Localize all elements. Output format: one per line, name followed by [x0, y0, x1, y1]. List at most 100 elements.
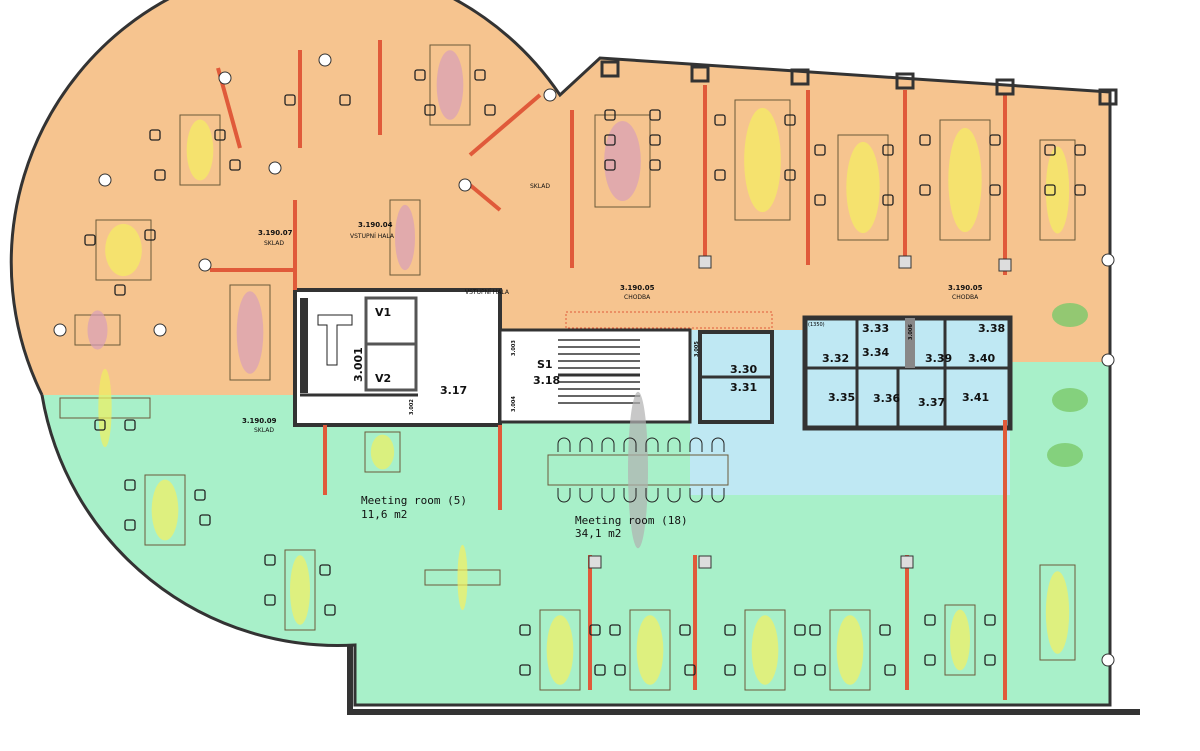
chair	[689, 488, 703, 503]
room-number: 3.40	[968, 352, 995, 365]
chair	[919, 134, 931, 146]
room-code: 3.190.07	[258, 229, 293, 237]
room-number: 3.41	[962, 391, 989, 404]
desk	[539, 609, 581, 691]
highlight	[744, 107, 781, 213]
chair	[414, 69, 426, 81]
room-number: 3.005	[694, 341, 700, 357]
highlight	[98, 368, 112, 448]
chair	[989, 134, 1001, 146]
chair	[919, 184, 931, 196]
partition-walls	[210, 40, 1007, 700]
column	[1101, 253, 1115, 267]
highlight	[436, 50, 464, 120]
meeting-room-5-name: Meeting room (5)	[361, 494, 467, 507]
chair	[645, 488, 659, 503]
chair	[594, 664, 606, 676]
chair	[645, 437, 659, 452]
highlight	[457, 544, 468, 611]
chair	[794, 664, 806, 676]
chair	[284, 94, 296, 106]
chair	[264, 554, 276, 566]
furniture	[53, 44, 1118, 691]
desk	[229, 284, 271, 381]
highlight	[105, 223, 142, 277]
column	[153, 323, 167, 337]
highlight	[87, 310, 108, 350]
room-number: 3.18	[533, 374, 560, 387]
chair	[94, 419, 106, 431]
chair	[809, 624, 821, 636]
chair	[649, 134, 661, 146]
chair	[649, 109, 661, 121]
desk	[389, 199, 421, 276]
chair	[474, 69, 486, 81]
chair	[1074, 144, 1086, 156]
desk	[734, 99, 791, 221]
room-number: S1	[537, 358, 553, 371]
chair	[557, 488, 571, 503]
chair	[84, 234, 96, 246]
chair	[424, 104, 436, 116]
chair	[601, 488, 615, 503]
room-code: 3.190.04	[358, 221, 393, 229]
room-number: 3.30	[730, 363, 757, 376]
desk	[429, 44, 471, 126]
highlight	[546, 615, 574, 685]
chair	[814, 664, 826, 676]
column	[588, 555, 602, 569]
chair	[882, 144, 894, 156]
column	[218, 71, 232, 85]
highlight	[236, 291, 264, 374]
column	[900, 555, 914, 569]
desk	[179, 114, 221, 186]
chair	[557, 437, 571, 452]
chair	[604, 134, 616, 146]
chair	[604, 159, 616, 171]
partition-wall	[468, 183, 502, 212]
desk	[939, 119, 991, 241]
chair	[319, 564, 331, 576]
room-number: 3.33	[862, 322, 889, 335]
desk	[744, 609, 786, 691]
chair	[1074, 184, 1086, 196]
chair	[623, 437, 637, 452]
chair	[724, 624, 736, 636]
lounge-table	[1052, 303, 1088, 327]
highlight	[1045, 146, 1070, 234]
dimension-note: (1350)	[808, 322, 825, 328]
office-zone-orange	[11, 0, 1110, 395]
room-code: 3.190.05	[620, 284, 655, 292]
meeting-room-18-area: 34,1 m2	[575, 527, 621, 540]
toilet-block	[690, 315, 1013, 495]
highlight	[948, 127, 982, 233]
desk	[284, 549, 316, 631]
room-name: SKLAD	[530, 183, 550, 190]
chair	[879, 624, 891, 636]
chair	[484, 104, 496, 116]
facade-pillar	[600, 60, 620, 78]
chair	[199, 514, 211, 526]
chair	[114, 284, 126, 296]
chair	[989, 184, 1001, 196]
chair	[1044, 184, 1056, 196]
column	[543, 88, 557, 102]
chair	[711, 488, 725, 503]
chair	[614, 664, 626, 676]
meeting-room-5-area: 11,6 m2	[361, 508, 407, 521]
column	[198, 258, 212, 272]
chair	[229, 159, 241, 171]
highlight	[290, 555, 310, 625]
room-number: 3.39	[925, 352, 952, 365]
chair	[154, 169, 166, 181]
chair	[609, 624, 621, 636]
room-number: 3.35	[828, 391, 855, 404]
column	[268, 161, 282, 175]
chair	[149, 129, 161, 141]
desk	[1039, 564, 1076, 661]
highlight	[370, 434, 395, 470]
lounge-table	[1052, 388, 1088, 412]
highlight	[751, 615, 779, 685]
room-number: 3.006	[908, 324, 914, 340]
